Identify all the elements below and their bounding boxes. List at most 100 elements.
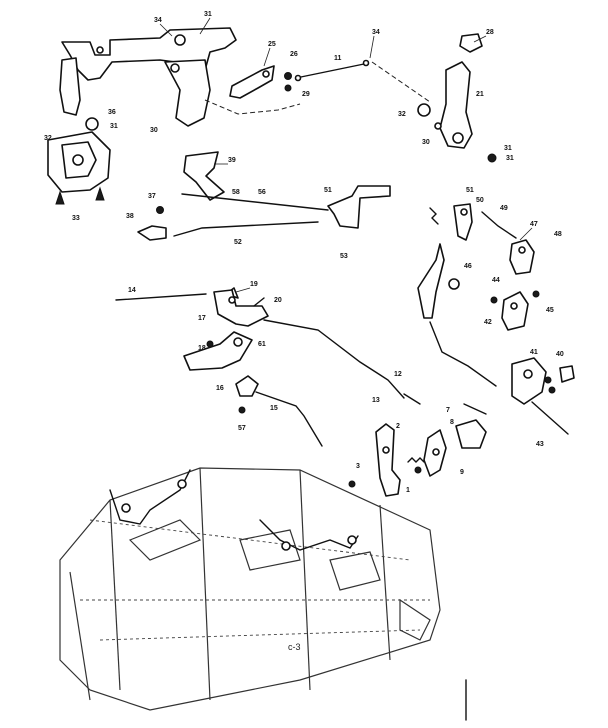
callout-label: 3 — [356, 463, 360, 470]
screw-part-57 — [238, 406, 246, 414]
bracket-part-16 — [235, 375, 259, 397]
figure-label: c-3 — [288, 642, 301, 652]
callout-label: 8 — [450, 419, 454, 426]
rod-part-13 — [403, 393, 421, 405]
bracket-part-51-right — [453, 203, 473, 241]
washer-part-32-right — [417, 103, 442, 130]
callout-label: 47 — [530, 221, 538, 228]
plate-part-32 — [47, 131, 111, 205]
callout-label: 21 — [476, 91, 484, 98]
knob-part-28 — [459, 33, 483, 53]
callout-label: 50 — [476, 197, 484, 204]
callout-label: 31 — [504, 145, 512, 152]
bracket-part-53 — [327, 185, 391, 229]
callout-label: 1 — [406, 487, 410, 494]
rod-part-43 — [531, 401, 569, 435]
nut-part-31-right — [487, 153, 497, 163]
callout-label: 39 — [228, 157, 236, 164]
callout-label: 57 — [238, 425, 246, 432]
callout-label: 13 — [372, 397, 380, 404]
knob-part-44 — [448, 278, 460, 290]
screw-part-18-small — [206, 340, 214, 348]
callout-label: 19 — [250, 281, 258, 288]
callout-label: 14 — [128, 287, 136, 294]
rod-part-44-long — [429, 321, 497, 387]
nut-part-30 — [85, 117, 99, 131]
callout-label: 9 — [460, 469, 464, 476]
callout-labels: 34 31 26 25 11 34 28 21 29 36 31 32 33 3… — [44, 11, 564, 494]
bracket-part-17 — [213, 289, 269, 327]
callout-label: 11 — [334, 55, 342, 62]
callout-label: 34 — [372, 29, 380, 36]
callout-label: 46 — [464, 263, 472, 270]
callout-label: 36 — [108, 109, 116, 116]
callout-label: 33 — [72, 215, 80, 222]
callout-label: 51 — [466, 187, 474, 194]
bracket-part-40-41 — [511, 357, 575, 405]
callout-label: 61 — [258, 341, 266, 348]
bracket-part-2 — [375, 423, 401, 497]
bracket-part-45 — [501, 291, 529, 331]
callout-label: 56 — [258, 189, 266, 196]
dashed-alignment-lines-top — [204, 61, 431, 115]
plate-part-18 — [183, 331, 253, 371]
callout-label: 42 — [484, 319, 492, 326]
bracket-part-39 — [183, 151, 225, 201]
callout-label: 30 — [422, 139, 430, 146]
callout-label: 48 — [554, 231, 562, 238]
callout-label: 40 — [556, 351, 564, 358]
screw-part-42 — [490, 290, 540, 304]
callout-label: 51 — [324, 187, 332, 194]
callout-label: 17 — [198, 315, 206, 322]
spring-part-49 — [481, 211, 517, 239]
lever-part-9 — [423, 429, 447, 477]
callout-label: 38 — [126, 213, 134, 220]
lever-part-46-48 — [417, 243, 445, 319]
machine-frame — [59, 467, 467, 721]
rod-part-7 — [463, 403, 487, 415]
callout-label: 25 — [268, 41, 276, 48]
callout-label: 15 — [270, 405, 278, 412]
callout-label: 30 — [150, 127, 158, 134]
callout-label: 7 — [446, 407, 450, 414]
callout-label: 37 — [148, 193, 156, 200]
link-part-20 — [253, 297, 265, 307]
callout-label: 18 — [198, 345, 206, 352]
callout-label: 44 — [492, 277, 500, 284]
callout-label: 20 — [274, 297, 282, 304]
callout-label: 53 — [340, 253, 348, 260]
bracket-part-8 — [455, 419, 487, 449]
callout-label: 45 — [546, 307, 554, 314]
main-bracket-assembly — [59, 27, 237, 127]
lever-part-25 — [229, 65, 275, 99]
callout-label: 28 — [486, 29, 494, 36]
callout-label: 16 — [216, 385, 224, 392]
callout-label: 31 — [204, 11, 212, 18]
callout-label: 2 — [396, 423, 400, 430]
long-rod-part-12 — [263, 319, 405, 399]
bracket-part-47 — [509, 239, 535, 275]
nut-part-26 — [284, 72, 292, 80]
callout-label: 43 — [536, 441, 544, 448]
callout-label: 31 — [506, 155, 514, 162]
link-rod-part-11 — [294, 59, 370, 82]
rod-part-52 — [173, 221, 319, 237]
callout-label: 58 — [232, 189, 240, 196]
rod-part-15 — [255, 391, 323, 447]
callout-label: 32 — [398, 111, 406, 118]
bracket-part-38 — [137, 225, 167, 241]
callout-label: 31 — [110, 123, 118, 130]
screw-part-37 — [156, 206, 164, 214]
leader-lines — [159, 17, 533, 293]
callout-label: 34 — [154, 17, 162, 24]
spring-part-50 — [429, 207, 439, 225]
callout-label: 32 — [44, 135, 52, 142]
spring-part-3 — [407, 457, 425, 463]
screw-part-29 — [284, 84, 292, 92]
callout-label: 49 — [500, 205, 508, 212]
callout-label: 41 — [530, 349, 538, 356]
callout-label: 26 — [290, 51, 298, 58]
callout-label: 12 — [394, 371, 402, 378]
